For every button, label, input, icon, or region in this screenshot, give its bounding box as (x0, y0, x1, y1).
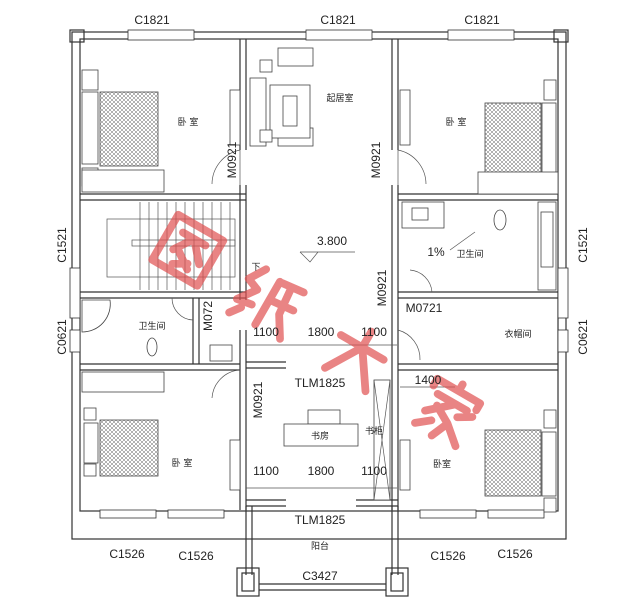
watermark-glyph (225, 265, 308, 343)
room-label-living-room: 起居室 (326, 92, 353, 104)
dimension-label: 1100 (253, 325, 279, 339)
window-openings (69, 29, 569, 519)
door-label: M0921 (375, 269, 389, 306)
window-label: C3427 (302, 569, 338, 583)
window-label: C1526 (430, 549, 466, 563)
balcony-walls (236, 506, 409, 597)
bed-icon (484, 429, 542, 497)
sofa-icon (277, 47, 314, 67)
shower-icon (81, 299, 111, 333)
room-label-bedroom: 卧 室 (178, 116, 199, 128)
bookcase-label: 书柜 (365, 425, 383, 437)
window-labels: C1821 C1821 C1821 C1521 C0621 C1521 C062… (55, 13, 590, 583)
room-label-study: 书房 (311, 430, 329, 442)
slope-label: 1% (427, 245, 445, 259)
watermark (148, 210, 485, 451)
sofa-icon (249, 77, 267, 147)
room-labels: 卧 室 起居室 卧 室 卫生间 卫生间 衣帽间 卧 室 书房 书柜 卧室 阳台 (138, 92, 531, 552)
dimension-label: 1100 (361, 464, 387, 478)
window-label: C1526 (178, 549, 214, 563)
door-label: TLM1825 (295, 513, 346, 527)
door-label: M0921 (369, 141, 383, 178)
door-label: M072 (201, 301, 215, 331)
door-labels: M0921 M0921 M0921 M0921 M0721 M072 TLM18… (201, 141, 443, 527)
chair-icon (307, 409, 341, 425)
window-label: C1526 (497, 547, 533, 561)
room-label-bathroom: 卫生间 (456, 248, 483, 260)
bed-icon (99, 419, 159, 477)
door-label: M0921 (225, 141, 239, 178)
door-label: M0721 (406, 301, 443, 315)
wardrobe-icon (81, 169, 165, 193)
dimension-label: 1800 (308, 325, 335, 339)
bed-icon (484, 102, 542, 179)
window-label: C0621 (576, 319, 590, 355)
elevation-label: 3.800 (317, 234, 347, 248)
window-label: C1521 (55, 227, 69, 263)
room-label-balcony: 阳台 (311, 540, 329, 552)
toilet-icon (146, 337, 158, 357)
dimension-label: 1400 (415, 373, 442, 387)
room-label-closet: 衣帽间 (504, 328, 531, 340)
door-label: TLM1825 (295, 376, 346, 390)
dimension-label: 1800 (308, 464, 335, 478)
dimension-label: 1100 (253, 464, 279, 478)
window-label: C1821 (464, 13, 500, 27)
watermark-glyph (321, 327, 388, 396)
toilet-icon (493, 209, 507, 231)
watermark-glyph (411, 374, 485, 451)
room-label-bedroom: 卧 室 (446, 116, 467, 128)
bed-icon (99, 91, 159, 167)
furniture (81, 47, 559, 513)
window-label: C1521 (576, 227, 590, 263)
dimension-label: 1100 (361, 325, 387, 339)
stair-direction-label: 下 (251, 263, 260, 273)
watermark-glyph (148, 210, 228, 290)
room-label-bedroom: 卧室 (433, 458, 451, 470)
wardrobe-icon (81, 371, 165, 393)
sink-icon (209, 344, 233, 362)
room-label-bedroom: 卧 室 (172, 457, 193, 469)
window-label: C0621 (55, 319, 69, 355)
dimension-labels: 1100 1800 1100 1100 1800 1100 1400 3.800… (251, 234, 445, 478)
room-label-bathroom: 卫生间 (138, 320, 165, 332)
door-label: M0921 (251, 381, 265, 418)
desk-icon (283, 423, 359, 447)
door-swings (171, 149, 433, 399)
window-label: C1821 (134, 13, 170, 27)
headboard (81, 91, 99, 165)
window-label: C1821 (320, 13, 356, 27)
interior-walls (80, 39, 558, 510)
window-label: C1526 (109, 547, 145, 561)
wardrobe-icon (477, 171, 559, 195)
